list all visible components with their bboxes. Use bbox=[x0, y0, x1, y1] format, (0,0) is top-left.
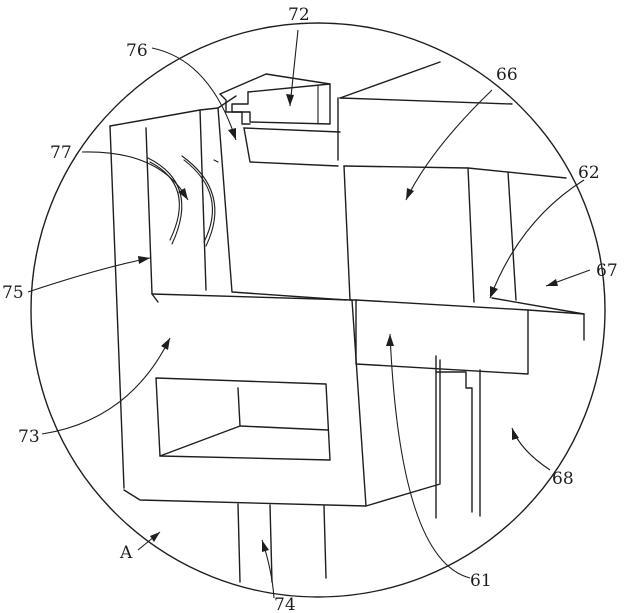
label-66: 66 bbox=[496, 65, 518, 85]
label-68: 68 bbox=[552, 469, 574, 489]
label-73: 73 bbox=[18, 427, 40, 447]
part-72-latch bbox=[219, 73, 331, 125]
detail-circle-outline bbox=[30, 22, 606, 598]
leader-lines bbox=[27, 29, 591, 599]
detail-marker-label: A bbox=[119, 543, 133, 563]
part-68-rail bbox=[435, 355, 481, 519]
label-74: 74 bbox=[274, 595, 296, 613]
part-73-frame bbox=[123, 293, 441, 507]
label-76: 76 bbox=[126, 41, 148, 61]
part-61-crossbar bbox=[349, 299, 585, 375]
part-76-plate bbox=[217, 95, 347, 301]
label-77: 77 bbox=[50, 143, 72, 163]
part-66-block bbox=[337, 97, 475, 303]
part-74-legs bbox=[237, 503, 327, 583]
label-61: 61 bbox=[470, 571, 492, 591]
label-67: 67 bbox=[596, 261, 618, 281]
label-75: 75 bbox=[2, 283, 24, 303]
part-75-side-plate bbox=[109, 107, 219, 489]
label-62: 62 bbox=[578, 163, 600, 183]
label-72: 72 bbox=[288, 5, 310, 25]
part-73-window bbox=[155, 377, 331, 461]
part-67-housing bbox=[339, 61, 585, 341]
